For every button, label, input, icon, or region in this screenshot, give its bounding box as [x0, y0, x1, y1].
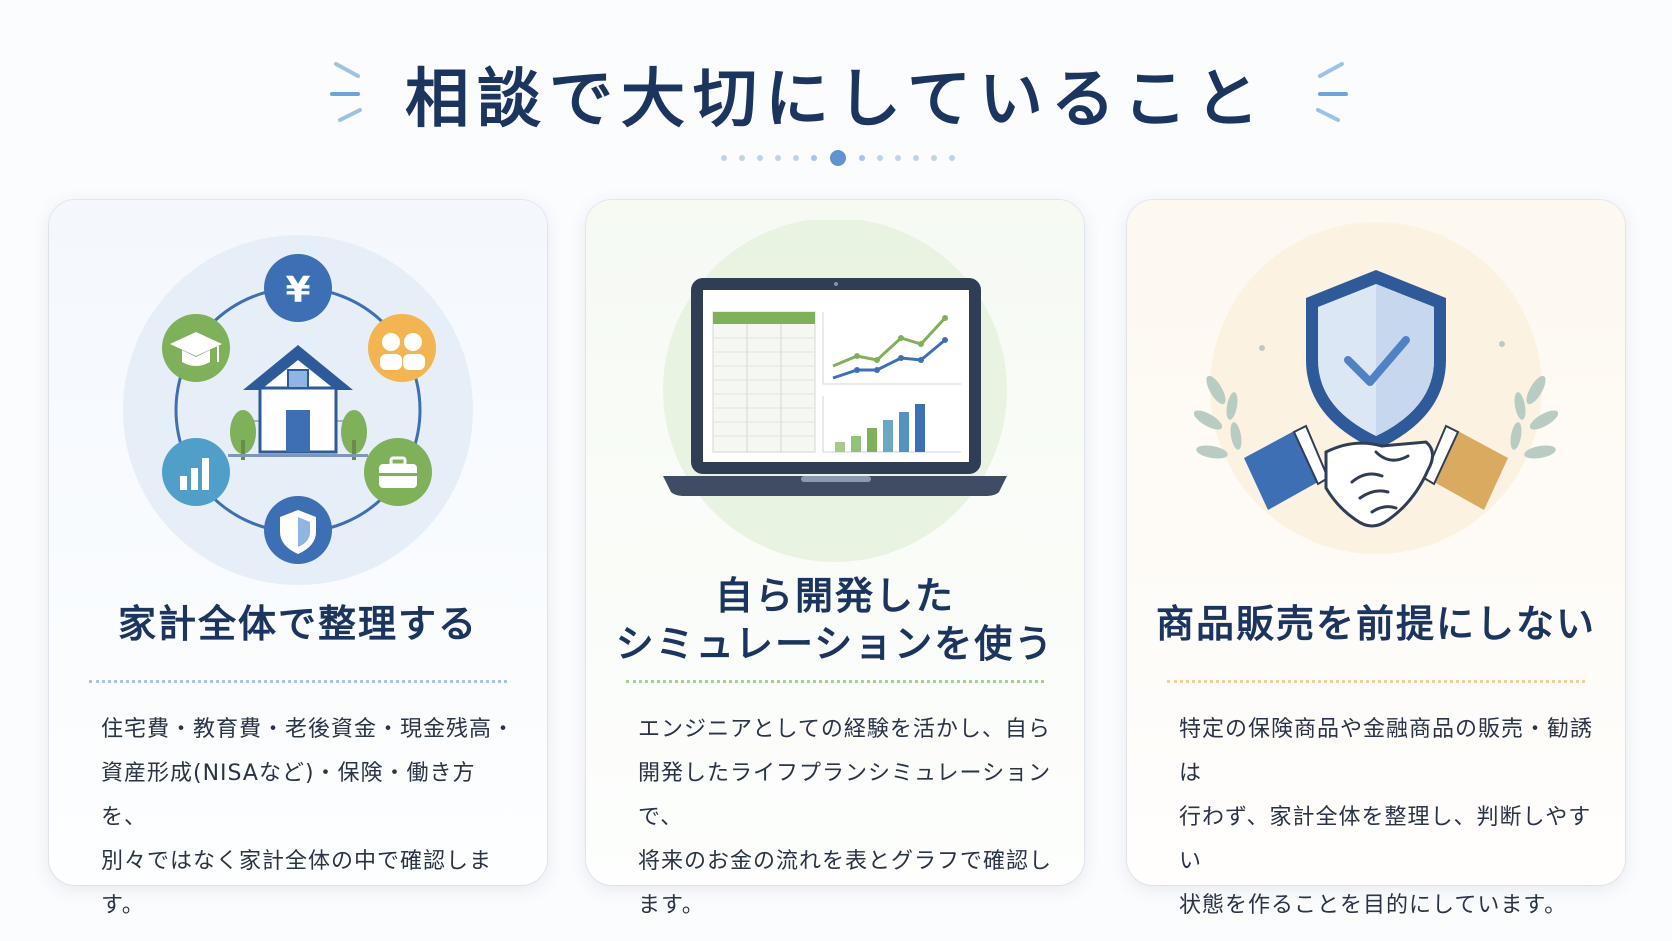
card-title: 商品販売を前提にしない — [1155, 602, 1596, 646]
household-finance-icon: ¥ — [123, 235, 473, 585]
divider — [89, 680, 507, 683]
card-title-line2: シミュレーションを使う — [615, 622, 1055, 666]
card-title: 家計全体で整理する — [117, 602, 478, 646]
card-title-line1: 自ら開発した — [714, 574, 955, 618]
laptop-simulation-icon — [663, 220, 1007, 562]
card-no-sales: 商品販売を前提にしない 特定の保険商品や金融商品の販売・勧誘は 行わず、家計全体… — [1127, 200, 1625, 918]
divider — [626, 680, 1044, 683]
card-description: 住宅費・教育費・老後資金・現金残高・ 資産形成(NISAなど)・保険・働き方を、… — [101, 717, 516, 918]
sparkle-left-icon — [330, 62, 362, 122]
card-description: エンジニアとしての経験を活かし、自ら 開発したライフプランシミュレーションで、 … — [638, 717, 1053, 918]
sparkle-right-icon — [1316, 62, 1348, 122]
page-header: 相談で大切にしていること — [0, 40, 1672, 166]
card-simulation: 自ら開発した シミュレーションを使う エンジニアとしての経験を活かし、自ら 開発… — [586, 200, 1084, 918]
dots-divider — [721, 150, 955, 166]
card-household: ¥ 家計全体で整理する 住宅費・教育費・老後資金・現金残高・ 資産形成(NISA… — [49, 200, 547, 918]
svg-text:¥: ¥ — [285, 270, 310, 311]
page-title: 相談で大切にしていること — [404, 63, 1268, 137]
shield-handshake-icon — [1193, 222, 1559, 554]
card-description: 特定の保険商品や金融商品の販売・勧誘は 行わず、家計全体を整理し、判断しやすい … — [1179, 717, 1594, 918]
divider — [1167, 680, 1585, 683]
card-title: 自ら開発した シミュレーションを使う — [586, 572, 1084, 668]
